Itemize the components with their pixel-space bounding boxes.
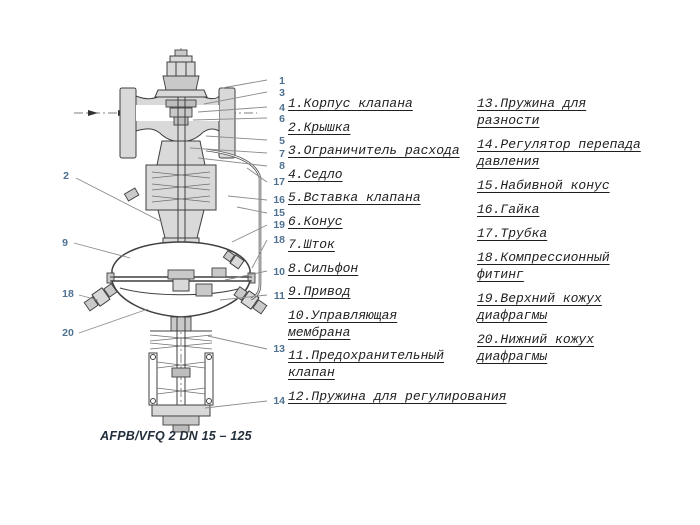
figure-caption: AFPB/VFQ 2 DN 15 – 125 bbox=[100, 429, 252, 443]
leader-line bbox=[78, 294, 99, 301]
callout-number: 5 bbox=[279, 135, 285, 147]
legend-item-14: 14.Регулятор перепада давления bbox=[477, 137, 641, 169]
leader-line bbox=[197, 106, 268, 113]
legend-item-15: 15.Набивной конус bbox=[477, 178, 610, 193]
leader-line bbox=[73, 242, 131, 259]
flow-limiter bbox=[165, 99, 197, 108]
legend-item-10: 10.Управляющая мембрана bbox=[288, 307, 398, 340]
callout-numbers: 1 3 4 6 5 7 8 17 16 15 19 18 10 11 13 14… bbox=[62, 75, 285, 407]
callout-number: 11 bbox=[274, 290, 285, 302]
legend-column-right: 13.Пружина для разности 14.Регулятор пере… bbox=[477, 95, 649, 372]
spring-rail-left bbox=[148, 352, 158, 406]
legend-item-5: 5.Вставка клапана bbox=[288, 190, 421, 205]
valve-cone bbox=[173, 116, 189, 126]
compression-fitting-right bbox=[233, 286, 268, 315]
legend-item-20: 20.Нижний кожух диафрагмы bbox=[477, 332, 595, 364]
callout-number: 9 bbox=[62, 237, 68, 249]
leader-line bbox=[221, 79, 268, 89]
flange-left bbox=[119, 87, 137, 159]
actuator-column bbox=[123, 140, 217, 253]
spring-assembly bbox=[148, 316, 214, 433]
callout-number: 20 bbox=[62, 327, 74, 339]
legend-item-19: 19.Верхний кожух диафрагмы bbox=[477, 291, 602, 323]
leader-line bbox=[219, 294, 268, 301]
callout-number: 16 bbox=[273, 194, 285, 206]
legend-item-8: 8.Сильфон bbox=[288, 260, 359, 276]
legend-item-6: 6.Конус bbox=[288, 213, 343, 229]
leader-line bbox=[78, 308, 149, 334]
leader-line bbox=[246, 167, 268, 183]
spring-hatch bbox=[151, 171, 211, 203]
leader-line bbox=[203, 91, 268, 105]
callout-number: 1 bbox=[279, 75, 285, 87]
callout-number: 18 bbox=[273, 234, 285, 246]
legend-item-13: 13.Пружина для разности bbox=[477, 96, 587, 128]
legend-item-9: 9.Привод bbox=[288, 284, 351, 299]
valve-body bbox=[119, 87, 236, 159]
callout-number: 18 bbox=[62, 288, 74, 300]
legend-item-12: 12.Пружина для регулирования bbox=[288, 388, 507, 404]
bonnet bbox=[162, 75, 200, 91]
legend-item-16: 16.Гайка bbox=[477, 202, 540, 217]
upper-spring bbox=[149, 334, 213, 350]
callout-number: 3 bbox=[279, 87, 285, 99]
leader-line bbox=[231, 224, 268, 243]
stem-coupler bbox=[171, 367, 191, 378]
legend-column-left: 1.Корпус клапана 2.Крышка 3.Ограничитель р… bbox=[288, 95, 507, 411]
safety-valve bbox=[195, 283, 213, 297]
leader-line bbox=[204, 400, 268, 409]
leader-line bbox=[192, 117, 268, 121]
leader-line bbox=[236, 206, 268, 214]
legend-item-11: 11.Предохранительный клапан bbox=[288, 348, 445, 380]
actuator-housing bbox=[145, 164, 217, 211]
legend-item-2: 2.Крышка bbox=[288, 119, 351, 135]
leader-line bbox=[207, 335, 268, 350]
fitting-upper-right bbox=[222, 249, 245, 270]
legend-item-7: 7.Шток bbox=[288, 237, 335, 252]
valve-seat bbox=[169, 107, 193, 118]
leader-line bbox=[205, 135, 268, 141]
leader-lines bbox=[73, 79, 268, 409]
leader-line bbox=[197, 157, 268, 167]
compression-fittings bbox=[83, 148, 268, 315]
legend-item-18: 18.Компрессионный фитинг bbox=[477, 250, 610, 282]
legend-item-4: 4.Седло bbox=[288, 166, 343, 182]
legend-item-1: 1.Корпус клапана bbox=[288, 96, 413, 111]
callout-number: 7 bbox=[279, 148, 285, 160]
callout-number: 13 bbox=[273, 343, 285, 355]
valve-top-cap bbox=[154, 49, 208, 98]
callout-number: 14 bbox=[273, 395, 285, 407]
compression-fitting-left bbox=[83, 283, 118, 312]
callout-number: 17 bbox=[273, 176, 285, 188]
legend-item-17: 17.Трубка bbox=[477, 226, 548, 241]
callout-number: 10 bbox=[273, 266, 285, 278]
legend-item-3: 3.Ограничитель расхода bbox=[288, 143, 460, 158]
control-diaphragm bbox=[119, 287, 243, 296]
leader-line bbox=[251, 239, 268, 269]
lower-spring bbox=[156, 361, 206, 395]
callout-number: 15 bbox=[273, 207, 285, 219]
bottom-plate bbox=[151, 404, 211, 417]
callout-number: 19 bbox=[273, 219, 285, 231]
side-fitting bbox=[123, 187, 140, 202]
callout-number: 2 bbox=[63, 170, 69, 182]
spring-rail-right bbox=[204, 352, 214, 406]
leader-line bbox=[189, 147, 268, 154]
callout-number: 8 bbox=[279, 160, 285, 172]
leader-line bbox=[224, 270, 268, 281]
leader-line bbox=[227, 195, 268, 201]
flow-arrow-icon bbox=[88, 110, 98, 116]
leader-line bbox=[75, 177, 163, 223]
callout-number: 4 bbox=[279, 102, 285, 114]
callout-number: 6 bbox=[279, 113, 285, 125]
diaphragm-dome bbox=[106, 241, 256, 318]
